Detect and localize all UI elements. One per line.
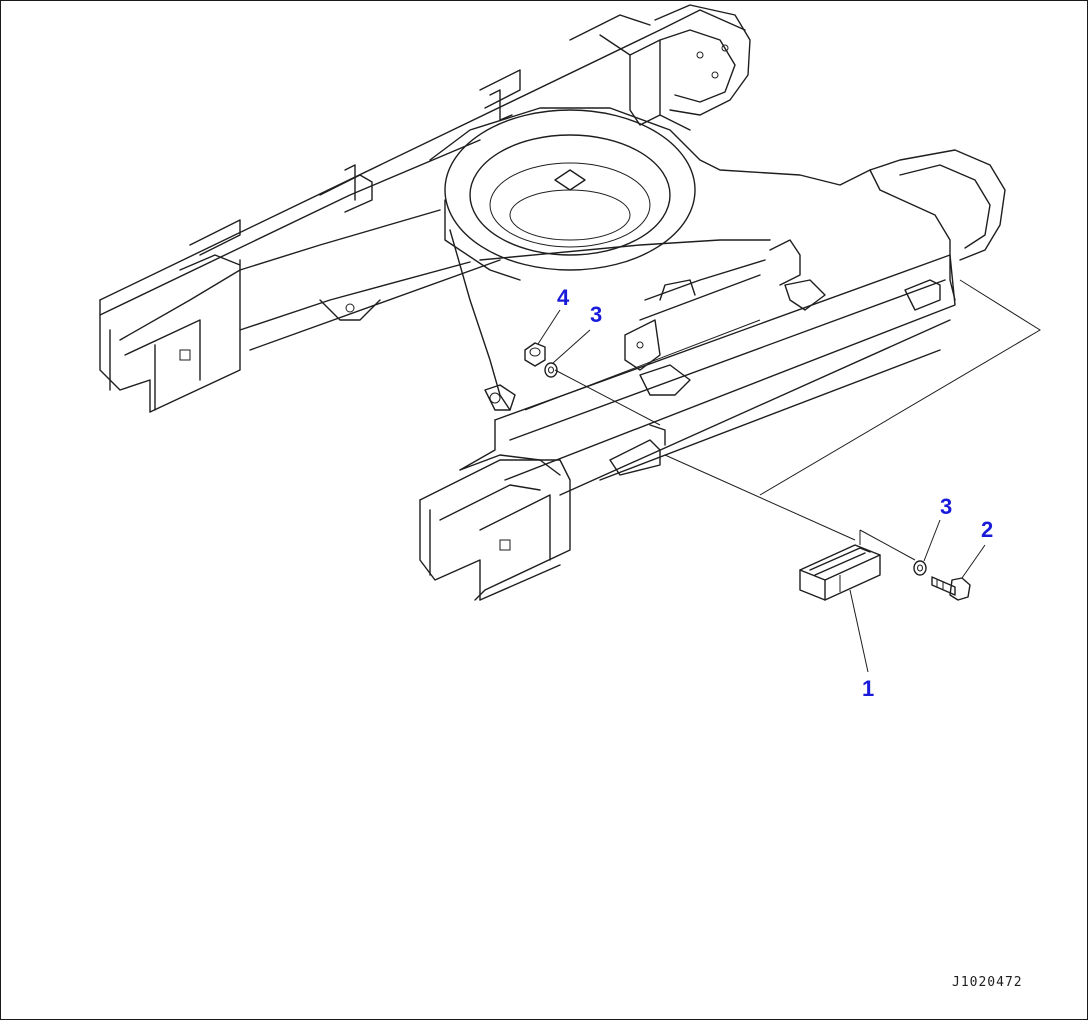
callout-label-3-lower: 3 [940, 494, 953, 519]
callout-label-3-upper: 3 [590, 302, 603, 327]
callout-label-4: 4 [557, 285, 570, 310]
callout-label-2: 2 [981, 517, 994, 542]
washer-part-3-lower [913, 560, 927, 576]
left-track-frame [99, 9, 746, 413]
front-idler-housing [419, 419, 571, 601]
nut-part-4 [524, 342, 546, 367]
callout-leaders [537, 309, 986, 673]
bolt-part-2 [931, 576, 971, 601]
center-body [429, 107, 871, 411]
guard-plate-part-1 [799, 544, 881, 601]
assembly-lines [524, 279, 1041, 561]
drawing-code: J1020472 [952, 975, 1023, 990]
washer-part-3-upper [544, 362, 558, 378]
right-track-frame [494, 149, 1006, 496]
rear-idler-housing [599, 4, 751, 131]
callout-label-1: 1 [862, 676, 875, 701]
